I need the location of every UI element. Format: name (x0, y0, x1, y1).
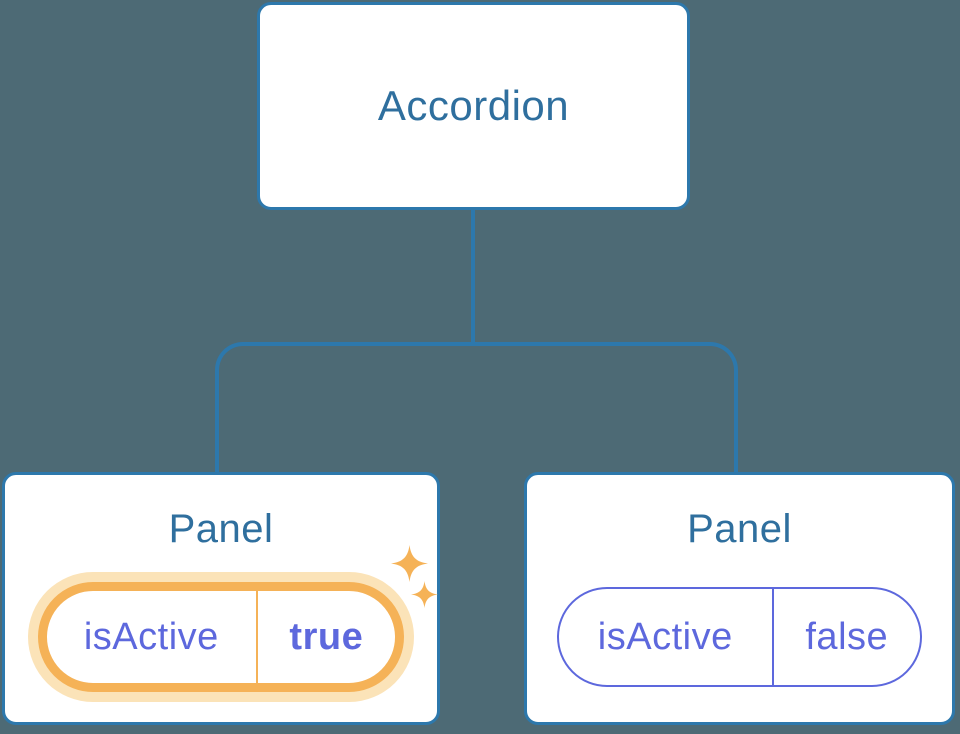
prop-pill-inactive: isActive false (557, 587, 922, 687)
panel-node-inactive: Panel isActive false (524, 472, 955, 725)
prop-value: false (771, 589, 920, 685)
sparkle-icon-small (411, 581, 438, 608)
connector-bracket (215, 342, 738, 472)
prop-pill-active: isActive true (38, 582, 404, 692)
sparkle-icon-large (391, 544, 428, 583)
accordion-node: Accordion (257, 2, 690, 210)
prop-name: isActive (83, 615, 219, 658)
prop-name: isActive (597, 615, 733, 658)
accordion-node-label: Accordion (377, 82, 570, 129)
panel-node-label: Panel (168, 507, 274, 551)
connector-stem (471, 210, 475, 345)
panel-node-active: Panel isActive true (2, 472, 440, 725)
panel-node-label: Panel (687, 507, 792, 551)
prop-value: true (255, 591, 395, 683)
